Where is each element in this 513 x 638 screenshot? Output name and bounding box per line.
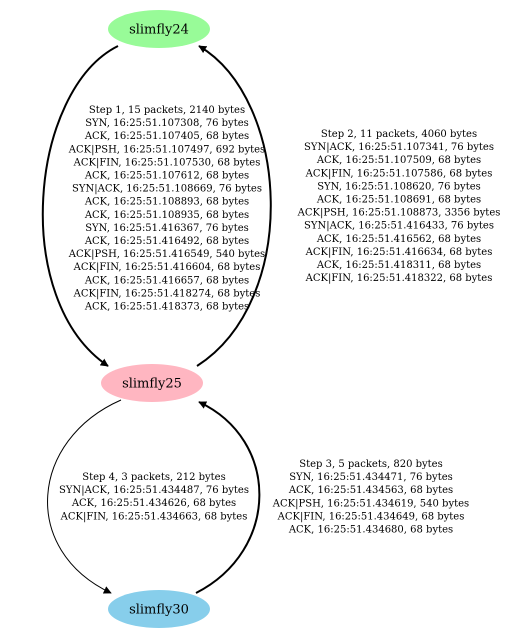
node-slimfly25-shape <box>101 364 203 402</box>
edge-label-line: ACK|PSH, 16:25:51.108873, 3356 bytes <box>297 208 501 219</box>
edge-step1-slimfly24-to-slimfly25 <box>41 45 119 367</box>
node-slimfly24-label: slimfly24 <box>129 23 189 38</box>
edge-label-line: Step 2, 11 packets, 4060 bytes <box>321 129 477 140</box>
node-slimfly25: slimfly25 <box>101 364 203 402</box>
edge-label-line: Step 3, 5 packets, 820 bytes <box>299 459 442 470</box>
edge-label-line: ACK|FIN, 16:25:51.416634, 68 bytes <box>305 247 493 258</box>
edge-label-line: ACK, 16:25:51.434626, 68 bytes <box>71 498 236 509</box>
edge-label-line: SYN, 16:25:51.108620, 76 bytes <box>317 181 481 192</box>
edge-label-line: ACK|FIN, 16:25:51.416604, 68 bytes <box>73 262 261 273</box>
edge-label-line: SYN, 16:25:51.416367, 76 bytes <box>85 223 249 234</box>
edge-label-line: ACK|FIN, 16:25:51.418322, 68 bytes <box>305 273 493 284</box>
edge-label-line: ACK|PSH, 16:25:51.434619, 540 bytes <box>272 498 469 509</box>
edge-label-line: ACK|FIN, 16:25:51.107530, 68 bytes <box>73 157 261 168</box>
edge-label-line: ACK|FIN, 16:25:51.434663, 68 bytes <box>60 511 248 522</box>
edge-label-line: ACK, 16:25:51.108893, 68 bytes <box>84 197 249 208</box>
node-slimfly25-label: slimfly25 <box>122 377 182 392</box>
edge-label-line: ACK, 16:25:51.108691, 68 bytes <box>316 195 481 206</box>
edge-label-line: ACK, 16:25:51.416492, 68 bytes <box>84 236 249 247</box>
edge-label-line: ACK, 16:25:51.416657, 68 bytes <box>84 275 249 286</box>
edge-label-line: SYN|ACK, 16:25:51.107341, 76 bytes <box>304 142 494 153</box>
edge-label-line: SYN|ACK, 16:25:51.416433, 76 bytes <box>304 221 494 232</box>
edge-label-line: ACK, 16:25:51.107612, 68 bytes <box>84 171 249 182</box>
edge-label-line: SYN|ACK, 16:25:51.108669, 76 bytes <box>72 184 262 195</box>
edge-step4-slimfly25-to-slimfly30 <box>47 399 122 594</box>
edge-label-line: ACK, 16:25:51.416562, 68 bytes <box>316 234 481 245</box>
edge-label-line: Step 4, 3 packets, 212 bytes <box>82 472 225 483</box>
node-slimfly24: slimfly24 <box>108 10 210 48</box>
edge-label-line: ACK|PSH, 16:25:51.416549, 540 bytes <box>68 249 265 260</box>
node-slimfly24-shape <box>108 10 210 48</box>
edge-label-line: ACK, 16:25:51.107509, 68 bytes <box>316 155 481 166</box>
edge-label-line: ACK|FIN, 16:25:51.107586, 68 bytes <box>305 168 493 179</box>
edge-label-line: Step 1, 15 packets, 2140 bytes <box>89 105 245 116</box>
edge-label-line: ACK|FIN, 16:25:51.434649, 68 bytes <box>277 511 465 522</box>
node-slimfly30-label: slimfly30 <box>129 603 189 618</box>
edge-step2-slimfly25-to-slimfly24 <box>196 45 272 367</box>
edge-label-line: ACK, 16:25:51.107405, 68 bytes <box>84 131 249 142</box>
edge-label-line: ACK, 16:25:51.434680, 68 bytes <box>288 525 453 536</box>
edge-step3-slimfly30-to-slimfly25 <box>195 401 261 594</box>
node-slimfly30-shape <box>108 590 210 628</box>
edge-label-line: SYN|ACK, 16:25:51.434487, 76 bytes <box>59 485 249 496</box>
node-slimfly30: slimfly30 <box>108 590 210 628</box>
edge-label-line: ACK, 16:25:51.418311, 68 bytes <box>316 260 481 271</box>
edge-label-line: ACK|FIN, 16:25:51.418274, 68 bytes <box>73 288 261 299</box>
edge-label-line: ACK, 16:25:51.418373, 68 bytes <box>84 302 249 313</box>
edge-label-line: ACK|PSH, 16:25:51.107497, 692 bytes <box>68 144 265 155</box>
edge-label-line: SYN, 16:25:51.434471, 76 bytes <box>289 472 453 483</box>
edge-label-line: ACK, 16:25:51.434563, 68 bytes <box>288 485 453 496</box>
edge-label-line: ACK, 16:25:51.108935, 68 bytes <box>84 210 249 221</box>
edge-label-line: SYN, 16:25:51.107308, 76 bytes <box>85 118 249 129</box>
